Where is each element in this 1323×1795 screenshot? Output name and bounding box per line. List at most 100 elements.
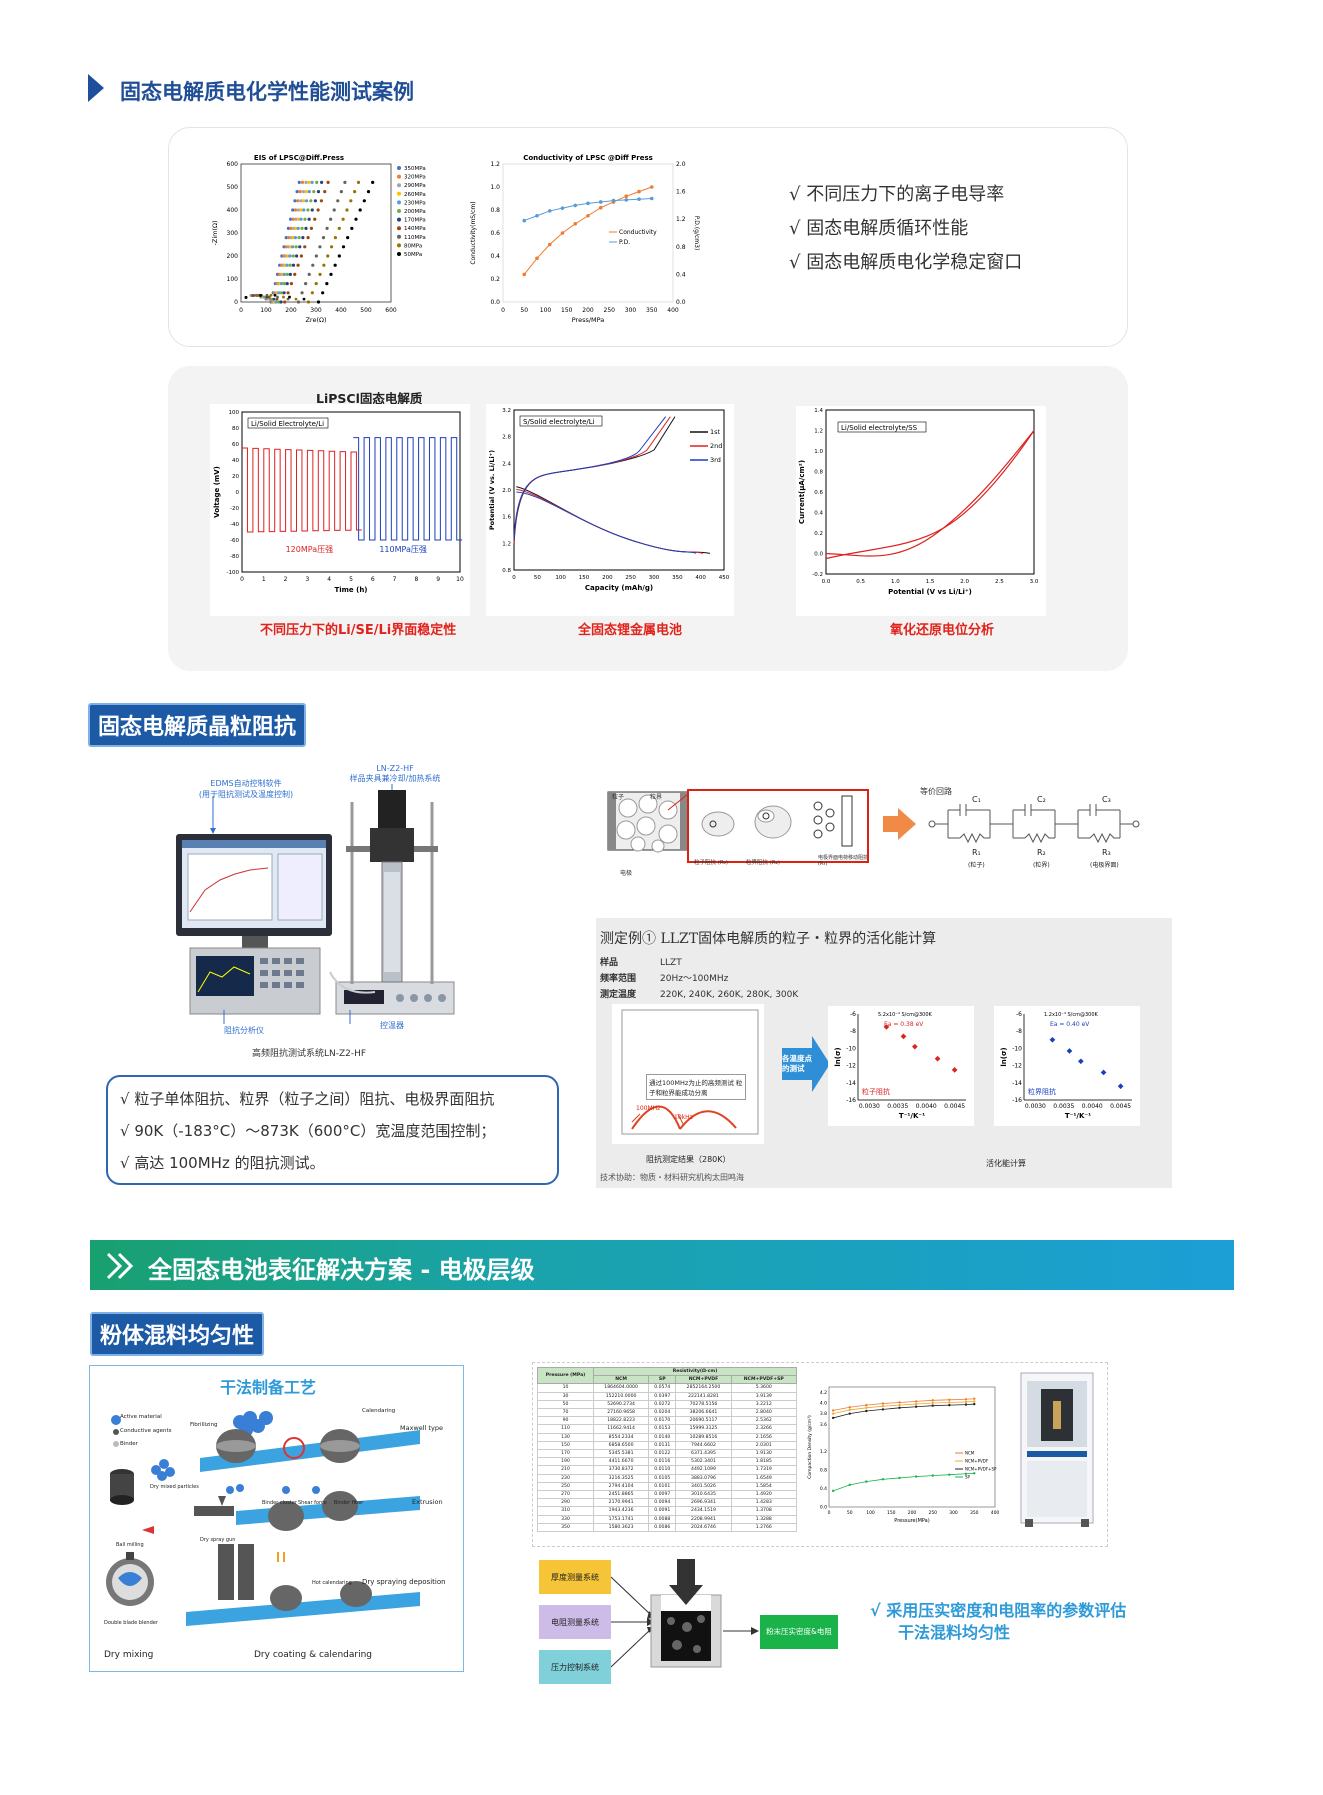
data-point: [302, 297, 306, 301]
discharge-curve: [516, 491, 697, 554]
data-point: [285, 272, 289, 276]
x-tick: 350: [646, 307, 658, 314]
data-point: [1100, 1069, 1107, 1076]
table-cell: 0.0116: [648, 1457, 677, 1467]
y-tick: 60: [232, 442, 239, 448]
y-tick: 3.2: [502, 408, 511, 414]
table-cell: 2170.9941: [592, 1498, 650, 1508]
step-label: Dry mixed particles: [150, 1484, 199, 1490]
data-point: [350, 226, 354, 230]
data-point: [865, 1409, 868, 1413]
table-cell: 150: [537, 1440, 594, 1451]
x-tick: 250: [604, 307, 616, 314]
table-cell: 0.0105: [648, 1473, 677, 1483]
table-cell: 110: [537, 1424, 594, 1434]
step-label: Fibrillizing: [190, 1422, 218, 1428]
data-point: [332, 208, 336, 212]
y-tick: 1.0: [814, 449, 823, 455]
data-point: [307, 217, 311, 221]
table-cell: 1943.4236: [592, 1506, 650, 1516]
data-point: [294, 297, 298, 301]
table-cell: 130: [537, 1432, 594, 1442]
c2-label: C₂: [1037, 795, 1046, 804]
legend-label: Conductivity: [619, 229, 657, 236]
data-point: [279, 300, 283, 304]
section-header: 固态电解质电化学性能测试案例: [88, 72, 508, 106]
discharge-curve: [516, 486, 711, 554]
table-cell: 5302.3401: [675, 1457, 732, 1467]
data-point: [339, 190, 343, 194]
table-cell: 3730.8372: [592, 1465, 650, 1475]
n2-label: (粒界): [1033, 862, 1050, 869]
x-tick: 0.5: [856, 579, 865, 585]
table-cell: 0.0097: [648, 1490, 677, 1500]
x-tick: 0: [828, 1510, 831, 1516]
x-tick: 1: [262, 576, 266, 583]
data-point: [282, 295, 285, 299]
legend-label: NCM: [965, 1451, 975, 1456]
data-point: [964, 1400, 968, 1404]
data-point: [314, 282, 318, 286]
table-cell: 0.0101: [648, 1481, 677, 1492]
table-cell: 0.0140: [648, 1432, 677, 1442]
x-tick: 350: [970, 1510, 979, 1516]
data-point: [883, 1024, 890, 1030]
data-point: [316, 190, 321, 194]
triangle-icon: [88, 74, 104, 102]
table-cell: 1.3288: [730, 1514, 798, 1524]
chart-bg: [828, 1006, 974, 1126]
x-tick: 350: [672, 575, 683, 581]
y-axis-label: ln(σ): [834, 1047, 842, 1066]
data-point: [295, 254, 299, 258]
y-tick: 0.2: [490, 276, 500, 283]
data-point: [282, 282, 286, 286]
data-point: [270, 297, 274, 301]
table-cell: 70: [537, 1408, 594, 1418]
data-point: [586, 201, 590, 206]
data-point: [329, 272, 333, 276]
feature-item: √ 粒子单体阻抗、粒界（粒子之间）阻抗、电极界面阻抗: [120, 1090, 495, 1108]
table-cell: 3883.0796: [675, 1473, 732, 1483]
y-tick: 4.0: [820, 1401, 827, 1407]
data-point: [326, 180, 330, 184]
y-tick: 1.2: [490, 161, 500, 168]
data-point: [831, 1409, 835, 1412]
table-cell: 30: [537, 1391, 594, 1401]
flow-output-box: 粉末压实密度&电阻: [760, 1615, 838, 1649]
data-point: [573, 203, 578, 208]
x-axis-label: Pressure(MPa): [894, 1518, 929, 1524]
data-point: [333, 263, 337, 267]
data-point: [300, 291, 304, 295]
x-tick: 0.0040: [916, 1103, 937, 1110]
system-label: 高频阻抗测试系统LN-Z2-HF: [252, 1049, 367, 1059]
n1-label: (粒子): [968, 862, 985, 869]
section-title: 固态电解质电化学性能测试案例: [120, 80, 414, 104]
data-point: [336, 199, 340, 203]
data-point: [898, 1406, 901, 1409]
step-label: Binder cluster: [262, 1500, 297, 1506]
step-label: Calendaring: [362, 1408, 396, 1414]
data-point: [303, 245, 307, 249]
x-tick: 0.0: [822, 579, 831, 585]
table-cell: 2696.9341: [675, 1498, 732, 1508]
summary-line: √ 采用压实密度和电阻率的参数评估: [870, 1601, 1127, 1620]
table-cell: 1864604.0000: [592, 1383, 650, 1393]
y-tick: 0.8: [502, 568, 511, 574]
table-cell: 1.8185: [730, 1457, 798, 1467]
data-point: [831, 1416, 835, 1420]
table-cell: 270: [537, 1490, 594, 1500]
legend-label: 350MPa: [404, 166, 426, 172]
y-tick: -8: [1016, 1028, 1022, 1035]
table-cell: 0.0131: [648, 1440, 677, 1451]
data-point: [831, 1412, 835, 1415]
data-point: [312, 190, 316, 194]
legend-label: Binder: [120, 1441, 138, 1447]
y-tick: 1.4: [814, 408, 823, 414]
data-point: [319, 199, 324, 203]
